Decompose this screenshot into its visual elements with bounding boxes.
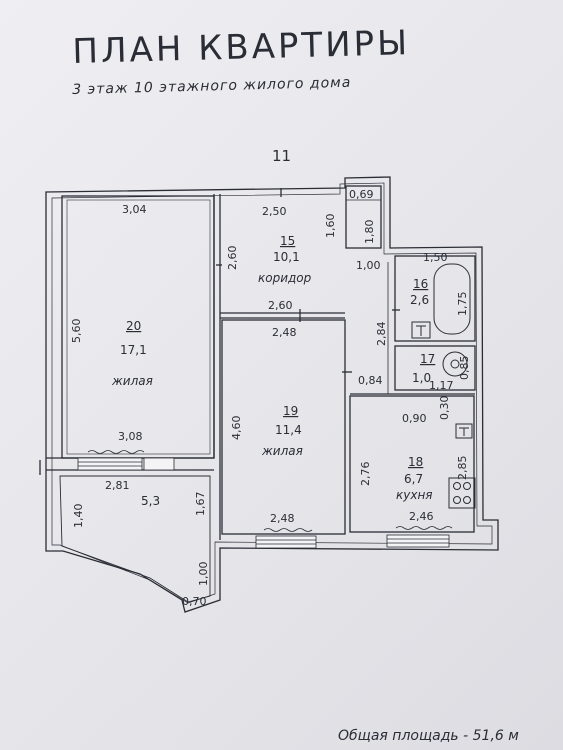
dim-2-85: 2,85 — [456, 456, 469, 481]
dim-1-60: 1,60 — [324, 214, 337, 239]
balcony-area: 5,3 — [141, 494, 160, 508]
room-18-name: кухня — [396, 488, 433, 502]
bathtub-icon — [433, 263, 471, 335]
room-17-area: 1,0 — [412, 371, 431, 385]
room-20-number: 20 — [126, 319, 141, 333]
dim-3-04: 3,04 — [122, 203, 147, 216]
room-19-area: 11,4 — [275, 423, 302, 437]
total-area-footer: Общая площадь - 51,6 м — [338, 728, 519, 744]
window-room-19 — [255, 535, 317, 549]
dim-1-75: 1,75 — [456, 292, 469, 317]
dim-0-90: 0,90 — [402, 412, 427, 425]
room-16-outline — [394, 255, 476, 342]
room-17-number: 17 — [420, 352, 435, 366]
room-19-name: жилая — [261, 444, 303, 458]
dim-1-00-a: 1,00 — [356, 259, 381, 272]
room-15-area: 10,1 — [273, 250, 300, 264]
dim-2-60-b: 2,60 — [268, 299, 293, 312]
dim-2-60-a: 2,60 — [226, 246, 239, 271]
room-16-number: 16 — [413, 277, 428, 291]
sink-icon — [442, 351, 468, 377]
plan-number: 11 — [272, 147, 291, 165]
room-18-outline — [349, 395, 475, 533]
window-room-18 — [386, 534, 450, 548]
dim-1-67: 1,67 — [194, 492, 207, 517]
dim-3-08: 3,08 — [118, 430, 143, 443]
dim-1-00-b: 1,00 — [197, 562, 210, 587]
dim-1-50: 1,50 — [423, 251, 448, 264]
dim-0-69: 0,69 — [349, 188, 374, 201]
room-19-outline — [221, 319, 346, 535]
dim-1-80: 1,80 — [363, 220, 376, 245]
dim-2-48-a: 2,48 — [272, 326, 297, 339]
dim-2-46: 2,46 — [409, 510, 434, 523]
room-17-outline — [394, 345, 476, 391]
dim-2-81: 2,81 — [105, 479, 130, 492]
room-20-area: 17,1 — [120, 343, 147, 357]
total-area-separator: - — [463, 728, 469, 744]
dim-5-60: 5,60 — [70, 319, 83, 344]
balcony-outline — [59, 475, 211, 603]
dim-2-50: 2,50 — [262, 205, 287, 218]
total-area-label: Общая площадь — [338, 728, 459, 744]
room-19-number: 19 — [283, 404, 298, 418]
storage-niche — [345, 185, 382, 249]
toilet-icon — [411, 321, 431, 339]
dim-0-70: 0,70 — [182, 595, 207, 608]
dim-1-40: 1,40 — [72, 504, 85, 529]
dim-4-60: 4,60 — [230, 416, 243, 441]
window-balcony — [143, 457, 175, 471]
total-area-value: 51,6 м — [472, 728, 519, 744]
room-15-name: коридор — [258, 271, 312, 285]
dim-0-85: 0,85 — [458, 356, 471, 381]
stove-icon — [448, 477, 476, 509]
room-15-number: 15 — [280, 234, 295, 248]
room-16-area: 2,6 — [410, 293, 429, 307]
window-room-20 — [77, 457, 143, 471]
dim-0-84: 0,84 — [358, 374, 383, 387]
room-18-number: 18 — [408, 455, 423, 469]
room-20-name: жилая — [111, 374, 153, 388]
dim-2-84: 2,84 — [375, 322, 388, 347]
room-18-area: 6,7 — [404, 472, 423, 486]
dim-0-30: 0,30 — [438, 396, 451, 421]
wall-socket-icon — [455, 423, 473, 439]
dim-2-48-b: 2,48 — [270, 512, 295, 525]
dim-2-76: 2,76 — [359, 462, 372, 487]
dim-1-17: 1,17 — [429, 379, 454, 392]
